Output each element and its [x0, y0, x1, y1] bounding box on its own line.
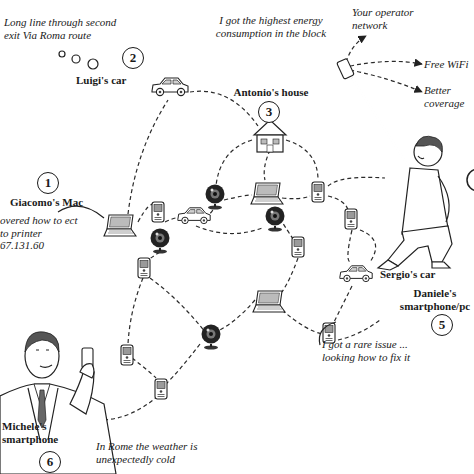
callout-number: 1 [37, 172, 59, 194]
callout-number-text: 5 [439, 317, 446, 333]
callout-number-text: 3 [266, 104, 273, 120]
device-owner-name: Giacomo's Mac [10, 196, 110, 209]
device-owner-name: Antonio's house [226, 86, 316, 99]
callout-number: 5 [431, 314, 453, 336]
callout-number-text: 1 [45, 175, 52, 191]
callout-number-text: 6 [47, 454, 54, 470]
callout-number: 2 [122, 47, 144, 69]
device-owner-name: Luigi's car [76, 74, 148, 87]
connectivity-option: Better coverage [424, 84, 474, 109]
thought-bubble-text: In Rome the weather is unexpectedly cold [96, 440, 236, 465]
thought-bubble-text: overed how to ect to printer 67.131.60 [0, 214, 80, 252]
thought-bubble-text: I got the highest energy consumption in … [206, 14, 336, 39]
callout-number-text: 2 [130, 50, 137, 66]
device-owner-name: Michele's smartphone [2, 420, 74, 445]
connectivity-option: Free WiFi [424, 58, 474, 71]
thought-bubble-text: I got a rare issue ... looking how to fi… [322, 338, 430, 363]
thought-bubble-text: Long line through second exit Via Roma r… [4, 16, 128, 41]
callout-number: 3 [258, 101, 280, 123]
callout-number: 6 [39, 451, 61, 473]
device-owner-name: Daniele's smartphone/pc [396, 287, 474, 312]
connectivity-option: Your operator network [352, 6, 424, 31]
device-owner-name: Sergio's car [380, 268, 460, 281]
